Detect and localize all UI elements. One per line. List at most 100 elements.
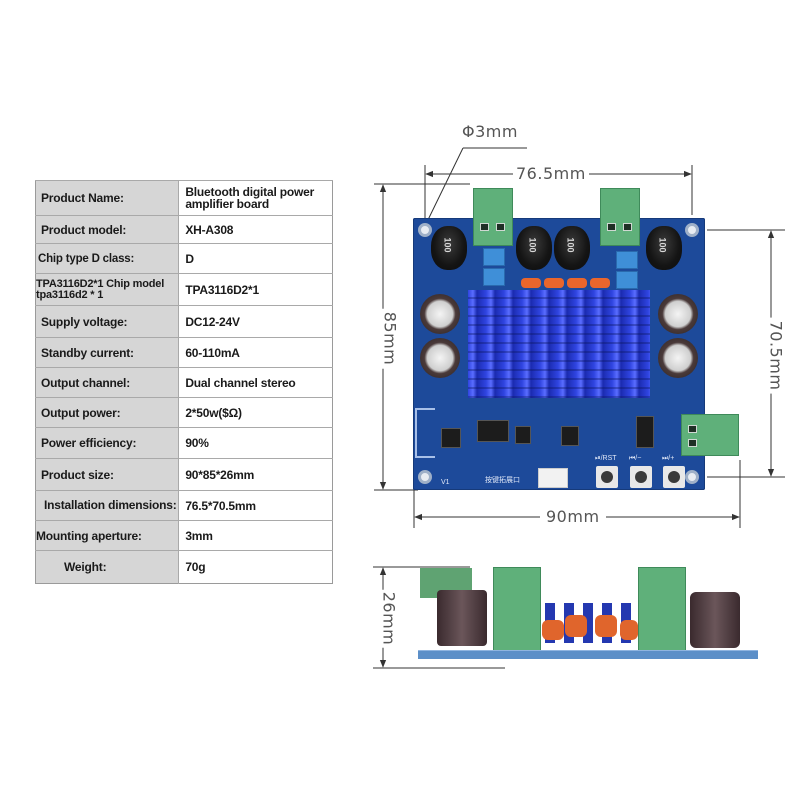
spec-value: 2*50w($Ω)	[178, 397, 333, 428]
power-input-terminal	[681, 414, 739, 456]
film-capacitor	[483, 268, 505, 286]
spec-row-output-power: Output power: 2*50w($Ω)	[35, 397, 333, 428]
ceramic-capacitor	[521, 278, 541, 288]
electrolytic-capacitor	[658, 294, 698, 334]
spec-row-product-model: Product model: XH-A308	[35, 215, 333, 244]
spec-value: 76.5*70.5mm	[178, 490, 333, 521]
previous-volume-down-button[interactable]	[630, 466, 652, 488]
speaker-terminal-side-right	[638, 567, 686, 654]
inductor: 100	[554, 226, 590, 270]
ceramic-capacitor-side	[565, 615, 587, 637]
inductor-marking: 100	[565, 237, 576, 253]
spec-label: TPA3116D2*1 Chip model tpa3116d2 * 1	[35, 273, 180, 306]
spec-label: Output power:	[35, 397, 180, 428]
spec-value: 90*85*26mm	[178, 458, 333, 491]
mounting-hole	[418, 223, 432, 237]
button-expansion-connector	[538, 468, 568, 488]
connector-label: 按键拓展口	[485, 477, 520, 484]
spec-label: Power efficiency:	[35, 427, 180, 459]
power-terminal-side	[420, 568, 472, 598]
spec-label: Mounting aperture:	[35, 520, 180, 551]
spec-row-power-efficiency: Power efficiency: 90%	[35, 427, 333, 459]
spec-label: Product model:	[35, 215, 180, 244]
speaker-terminal-right	[600, 188, 640, 246]
inductor: 100	[431, 226, 467, 270]
ceramic-capacitor	[590, 278, 610, 288]
button-label-next-volume-up: ⏭/+	[662, 455, 675, 462]
mounting-hole	[685, 223, 699, 237]
ceramic-capacitor	[544, 278, 564, 288]
bluetooth-antenna	[415, 408, 435, 458]
spec-value: D	[178, 243, 333, 274]
button-label-prev-volume-down: ⏮/−	[629, 455, 642, 462]
amplifier-board-top-view: 100 100 100 100 按键拓展口 V1 ⏯/RST ⏮/− ⏭/+	[413, 188, 739, 490]
ceramic-capacitor-side	[620, 620, 638, 640]
spec-row-chip-model: TPA3116D2*1 Chip model tpa3116d2 * 1 TPA…	[35, 273, 333, 306]
inductor-marking: 100	[657, 237, 668, 253]
hole-leader-line	[424, 147, 464, 227]
spec-label: Product Name:	[35, 180, 180, 216]
electrolytic-capacitor	[420, 338, 460, 378]
spec-row-output-channel: Output channel: Dual channel stereo	[35, 367, 333, 398]
film-capacitor	[483, 248, 505, 266]
spec-label: Supply voltage:	[35, 305, 180, 338]
mounting-hole	[418, 470, 432, 484]
audio-ic	[477, 420, 509, 442]
play-reset-button[interactable]	[596, 466, 618, 488]
spec-value: Dual channel stereo	[178, 367, 333, 398]
spec-row-product-size: Product size: 90*85*26mm	[35, 458, 333, 491]
ceramic-capacitor	[567, 278, 587, 288]
electrolytic-capacitor-side	[437, 590, 487, 646]
ceramic-capacitor-side	[542, 620, 564, 640]
ceramic-capacitor-side	[595, 615, 617, 637]
heatsink-fins-side	[545, 603, 640, 643]
next-volume-up-button[interactable]	[663, 466, 685, 488]
spec-value: DC12-24V	[178, 305, 333, 338]
electrolytic-capacitor	[420, 294, 460, 334]
pcb-edge-side	[418, 650, 758, 659]
spec-label: Chip type D class:	[35, 243, 180, 274]
spec-label: Installation dimensions:	[35, 490, 180, 521]
bluetooth-chip	[441, 428, 461, 448]
spec-row-mounting-aperture: Mounting aperture: 3mm	[35, 520, 333, 551]
board-width-label: 90mm	[540, 507, 606, 526]
spec-value: XH-A308	[178, 215, 333, 244]
inductor-marking: 100	[442, 237, 453, 253]
version-mark: V1	[441, 479, 450, 486]
inductor-marking: 100	[527, 237, 538, 253]
board-thickness-label: 26mm	[379, 589, 399, 648]
speaker-terminal-side-left	[493, 567, 541, 654]
spec-row-weight: Weight: 70g	[35, 550, 333, 584]
spec-value: Bluetooth digital power amplifier board	[178, 180, 333, 216]
spec-value: TPA3116D2*1	[178, 273, 333, 306]
film-capacitor	[616, 251, 638, 269]
spec-label: Standby current:	[35, 337, 180, 368]
spec-label: Product size:	[35, 458, 180, 491]
spec-value: 90%	[178, 427, 333, 459]
inductor: 100	[646, 226, 682, 270]
spec-row-supply-voltage: Supply voltage: DC12-24V	[35, 305, 333, 338]
inductor: 100	[516, 226, 552, 270]
ic-soic	[561, 426, 579, 446]
hole-spacing-width-label: 76.5mm	[513, 164, 589, 183]
electrolytic-capacitor-side	[690, 592, 740, 648]
speaker-terminal-left	[473, 188, 513, 246]
spec-label: Weight:	[35, 550, 180, 584]
spec-value: 60-110mA	[178, 337, 333, 368]
spec-value: 70g	[178, 550, 333, 584]
spec-row-standby-current: Standby current: 60-110mA	[35, 337, 333, 368]
heatsink	[468, 290, 650, 398]
board-height-label: 85mm	[380, 308, 400, 369]
electrolytic-capacitor	[658, 338, 698, 378]
spec-row-chip-type: Chip type D class: D	[35, 243, 333, 274]
spec-label: Output channel:	[35, 367, 180, 398]
spec-row-product-name: Product Name: Bluetooth digital power am…	[35, 180, 333, 216]
mounting-hole	[685, 470, 699, 484]
spec-table: Product Name: Bluetooth digital power am…	[35, 180, 333, 584]
button-label-play-reset: ⏯/RST	[595, 455, 617, 462]
ic-small	[515, 426, 531, 444]
voltage-regulator	[636, 416, 654, 448]
film-capacitor	[616, 271, 638, 289]
spec-value: 3mm	[178, 520, 333, 551]
spec-row-installation-dimensions: Installation dimensions: 76.5*70.5mm	[35, 490, 333, 521]
